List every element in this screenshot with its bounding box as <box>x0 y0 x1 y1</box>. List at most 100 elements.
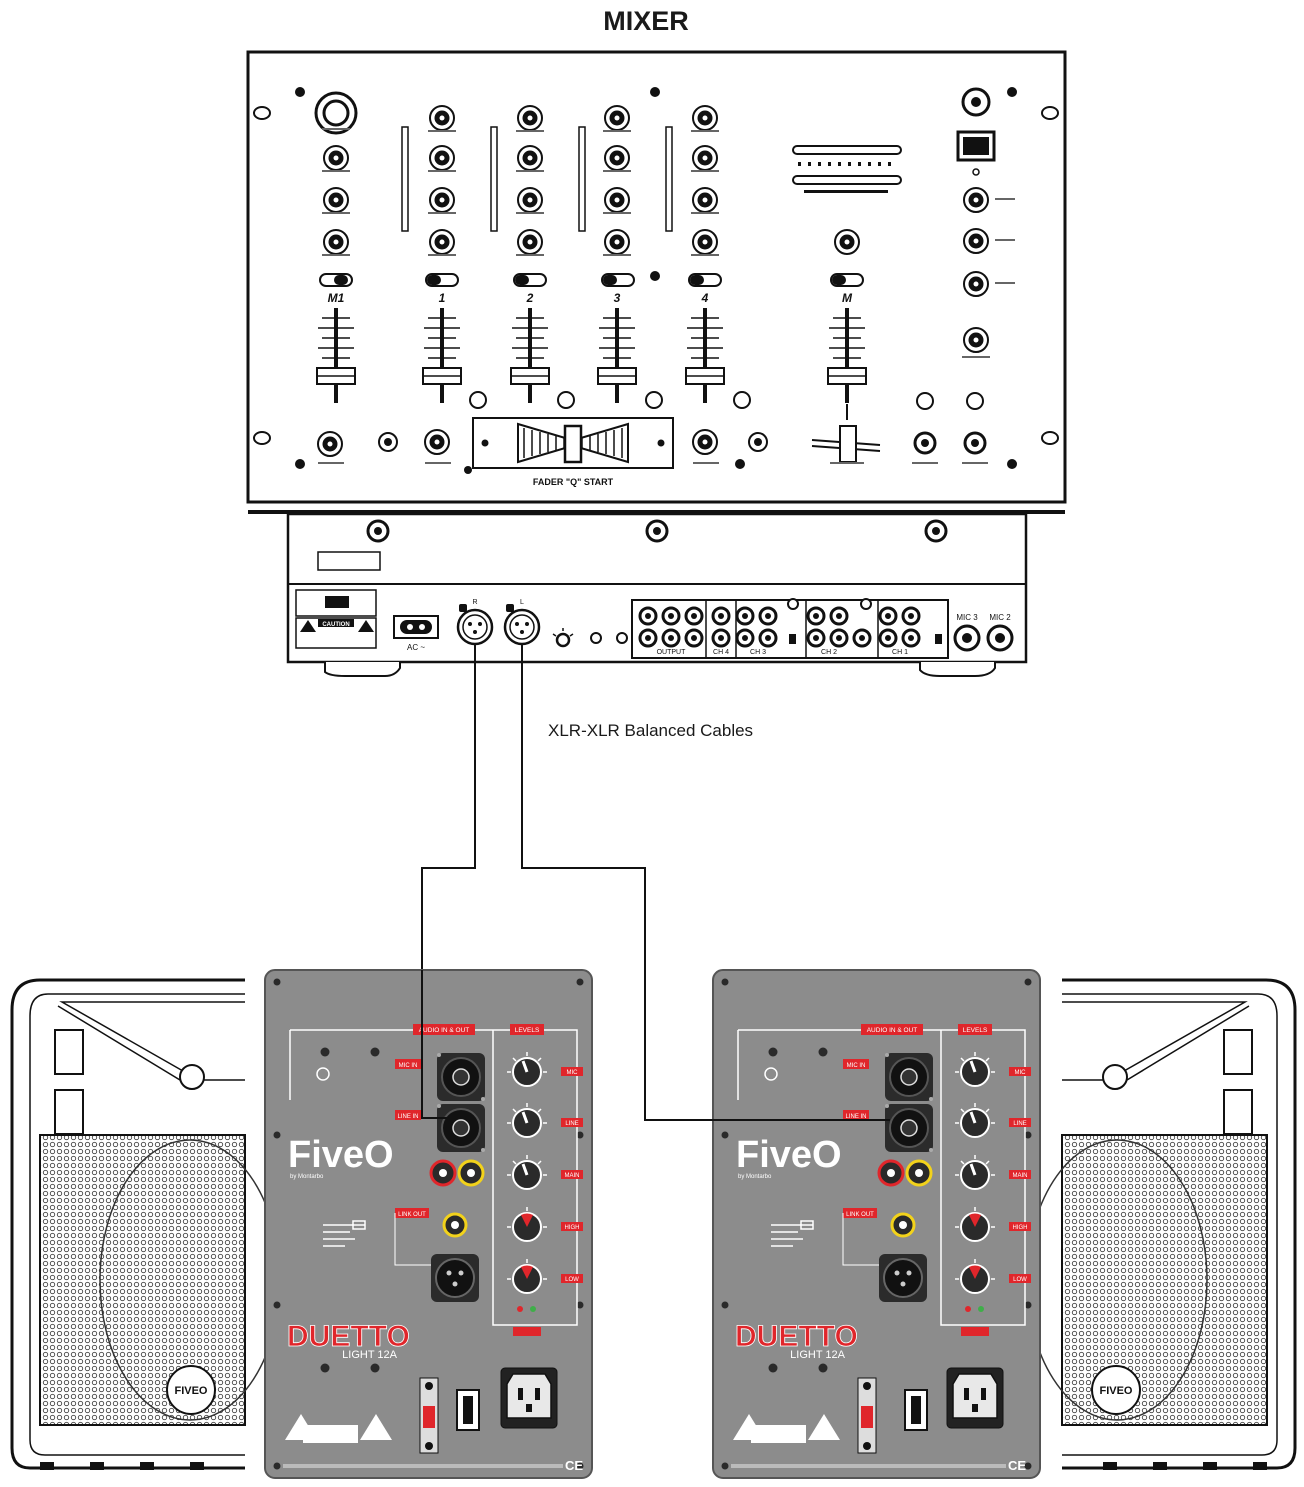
zone-treble-knob[interactable] <box>963 187 989 213</box>
ch3-cue-button[interactable] <box>645 391 663 409</box>
xlr-output-l[interactable] <box>503 608 541 646</box>
left-mic-in-jack[interactable] <box>436 1052 486 1102</box>
right-cabinet-logo <box>1091 1365 1141 1415</box>
crossfader-knob[interactable] <box>563 424 583 464</box>
ch3-mid-knob[interactable] <box>604 187 630 213</box>
zone-bass-knob[interactable] <box>963 228 989 254</box>
rear-ch1-label: CH 1 <box>892 649 908 656</box>
label-ch4: 4 <box>701 291 709 305</box>
ch3-treble-knob[interactable] <box>604 145 630 171</box>
phone-jack-2[interactable] <box>966 392 984 410</box>
line-channel-1 <box>401 105 487 409</box>
cue-level-knob[interactable] <box>963 327 989 353</box>
ch1-mid-knob[interactable] <box>429 187 455 213</box>
left-ce-mark: CE <box>565 1458 583 1473</box>
caution-label: CAUTION <box>322 622 349 628</box>
label-ch1: 1 <box>439 291 446 305</box>
amp-panel-left: AUDIO IN & OUT LEVELS MIC IN LINE IN LIN… <box>264 969 593 1479</box>
xlr-l-label: L <box>520 599 524 606</box>
assign-right-knob[interactable] <box>692 429 718 455</box>
label-m1: M1 <box>328 291 345 305</box>
assign-left-knob[interactable] <box>424 429 450 455</box>
chassis-screws <box>366 519 948 543</box>
level-meter-bottom <box>792 175 902 185</box>
ch4-gain-knob[interactable] <box>692 105 718 131</box>
amp-panel-right: AUDIO IN & OUT LEVELS MIC IN LINE IN LIN… <box>712 969 1041 1479</box>
ground-post-2[interactable] <box>616 632 628 644</box>
fader-q-start-label: FADER "Q" START <box>533 477 614 487</box>
ch4-bass-knob[interactable] <box>692 229 718 255</box>
right-knob-label-mic: MIC <box>1015 1070 1027 1076</box>
left-cabinet-logo <box>166 1365 216 1415</box>
mixer: M1 1 2 3 4 M <box>246 50 1067 504</box>
level-meter-top <box>792 145 902 155</box>
right-mic-in-label: MIC IN <box>847 1063 866 1069</box>
right-link-out-xlr[interactable] <box>879 1254 927 1302</box>
ch1-treble-knob[interactable] <box>429 145 455 171</box>
xlr-r-label: R <box>472 599 477 606</box>
left-mic-in-label: MIC IN <box>399 1063 418 1069</box>
bottom-left-controls <box>378 429 768 455</box>
ac-label: AC ~ <box>407 643 425 652</box>
ground-post-1[interactable] <box>590 632 602 644</box>
ch2-gain-knob[interactable] <box>517 105 543 131</box>
left-knob-label-high: HIGH <box>565 1225 580 1231</box>
m1-bass-knob[interactable] <box>323 229 349 255</box>
ch2-bass-knob[interactable] <box>517 229 543 255</box>
left-model: DUETTO <box>287 1320 410 1353</box>
output-gain-knob[interactable] <box>555 632 571 648</box>
left-model-sub: LIGHT 12A <box>342 1349 397 1361</box>
label-master: M <box>842 291 853 305</box>
right-section-levels: LEVELS <box>963 1027 988 1034</box>
left-line-in-jack[interactable] <box>436 1103 486 1153</box>
ch2-cue-button[interactable] <box>557 391 575 409</box>
right-speaker-cabinet: FIVEO <box>1026 978 1297 1470</box>
balance-knob[interactable] <box>834 229 860 255</box>
voltage-selector[interactable] <box>325 596 349 608</box>
cable-overlay <box>421 970 890 1121</box>
rear-ch3-label: CH 3 <box>750 649 766 656</box>
rack-ear-holes <box>253 106 1059 445</box>
line-channel-2 <box>490 105 575 409</box>
ch4-cue-button[interactable] <box>733 391 751 409</box>
ch1-cue-button[interactable] <box>469 391 487 409</box>
ch3-gain-knob[interactable] <box>604 105 630 131</box>
ch2-treble-knob[interactable] <box>517 145 543 171</box>
m1-treble-knob[interactable] <box>323 145 349 171</box>
ch4-treble-knob[interactable] <box>692 145 718 171</box>
left-knob-label-low: LOW <box>565 1277 579 1283</box>
mixer-rear: CAUTION AC ~ R L <box>248 510 1065 677</box>
left-link-out-xlr[interactable] <box>431 1254 479 1302</box>
ch2-mid-knob[interactable] <box>517 187 543 213</box>
diagram-title: MIXER <box>603 6 689 36</box>
rca-jacks <box>638 598 942 648</box>
left-knob-label-line: LINE <box>565 1121 578 1127</box>
right-brand: FiveO <box>736 1134 842 1176</box>
left-section-levels: LEVELS <box>515 1027 540 1034</box>
right-model-sub: LIGHT 12A <box>790 1349 845 1361</box>
xlr-output-r[interactable] <box>456 608 494 646</box>
ch1-gain-knob[interactable] <box>429 105 455 131</box>
m1-mid-knob[interactable] <box>323 187 349 213</box>
right-line-in-jack[interactable] <box>884 1103 934 1153</box>
cable-label: XLR-XLR Balanced Cables <box>548 721 753 740</box>
phone-jack-1[interactable] <box>916 392 934 410</box>
crossfader: FADER "Q" START <box>472 417 674 487</box>
pitch-slider[interactable] <box>839 425 857 463</box>
right-ce-mark: CE <box>1008 1458 1026 1473</box>
right-line-in-label: LINE IN <box>845 1114 866 1120</box>
zone-volume-knob[interactable] <box>963 271 989 297</box>
right-knob-label-main: MAIN <box>1013 1173 1028 1179</box>
ch3-bass-knob[interactable] <box>604 229 630 255</box>
ch4-mid-knob[interactable] <box>692 187 718 213</box>
right-knob-label-high: HIGH <box>1013 1225 1028 1231</box>
screws <box>295 87 1017 474</box>
right-rca-inputs <box>877 1159 933 1187</box>
right-mic-in-jack[interactable] <box>884 1052 934 1102</box>
ch1-bass-knob[interactable] <box>429 229 455 255</box>
right-knob-label-low: LOW <box>1013 1277 1027 1283</box>
m1-volume-knob[interactable] <box>317 431 343 457</box>
right-section-io: AUDIO IN & OUT <box>867 1027 918 1034</box>
left-link-out-label: LINK OUT <box>398 1212 426 1218</box>
